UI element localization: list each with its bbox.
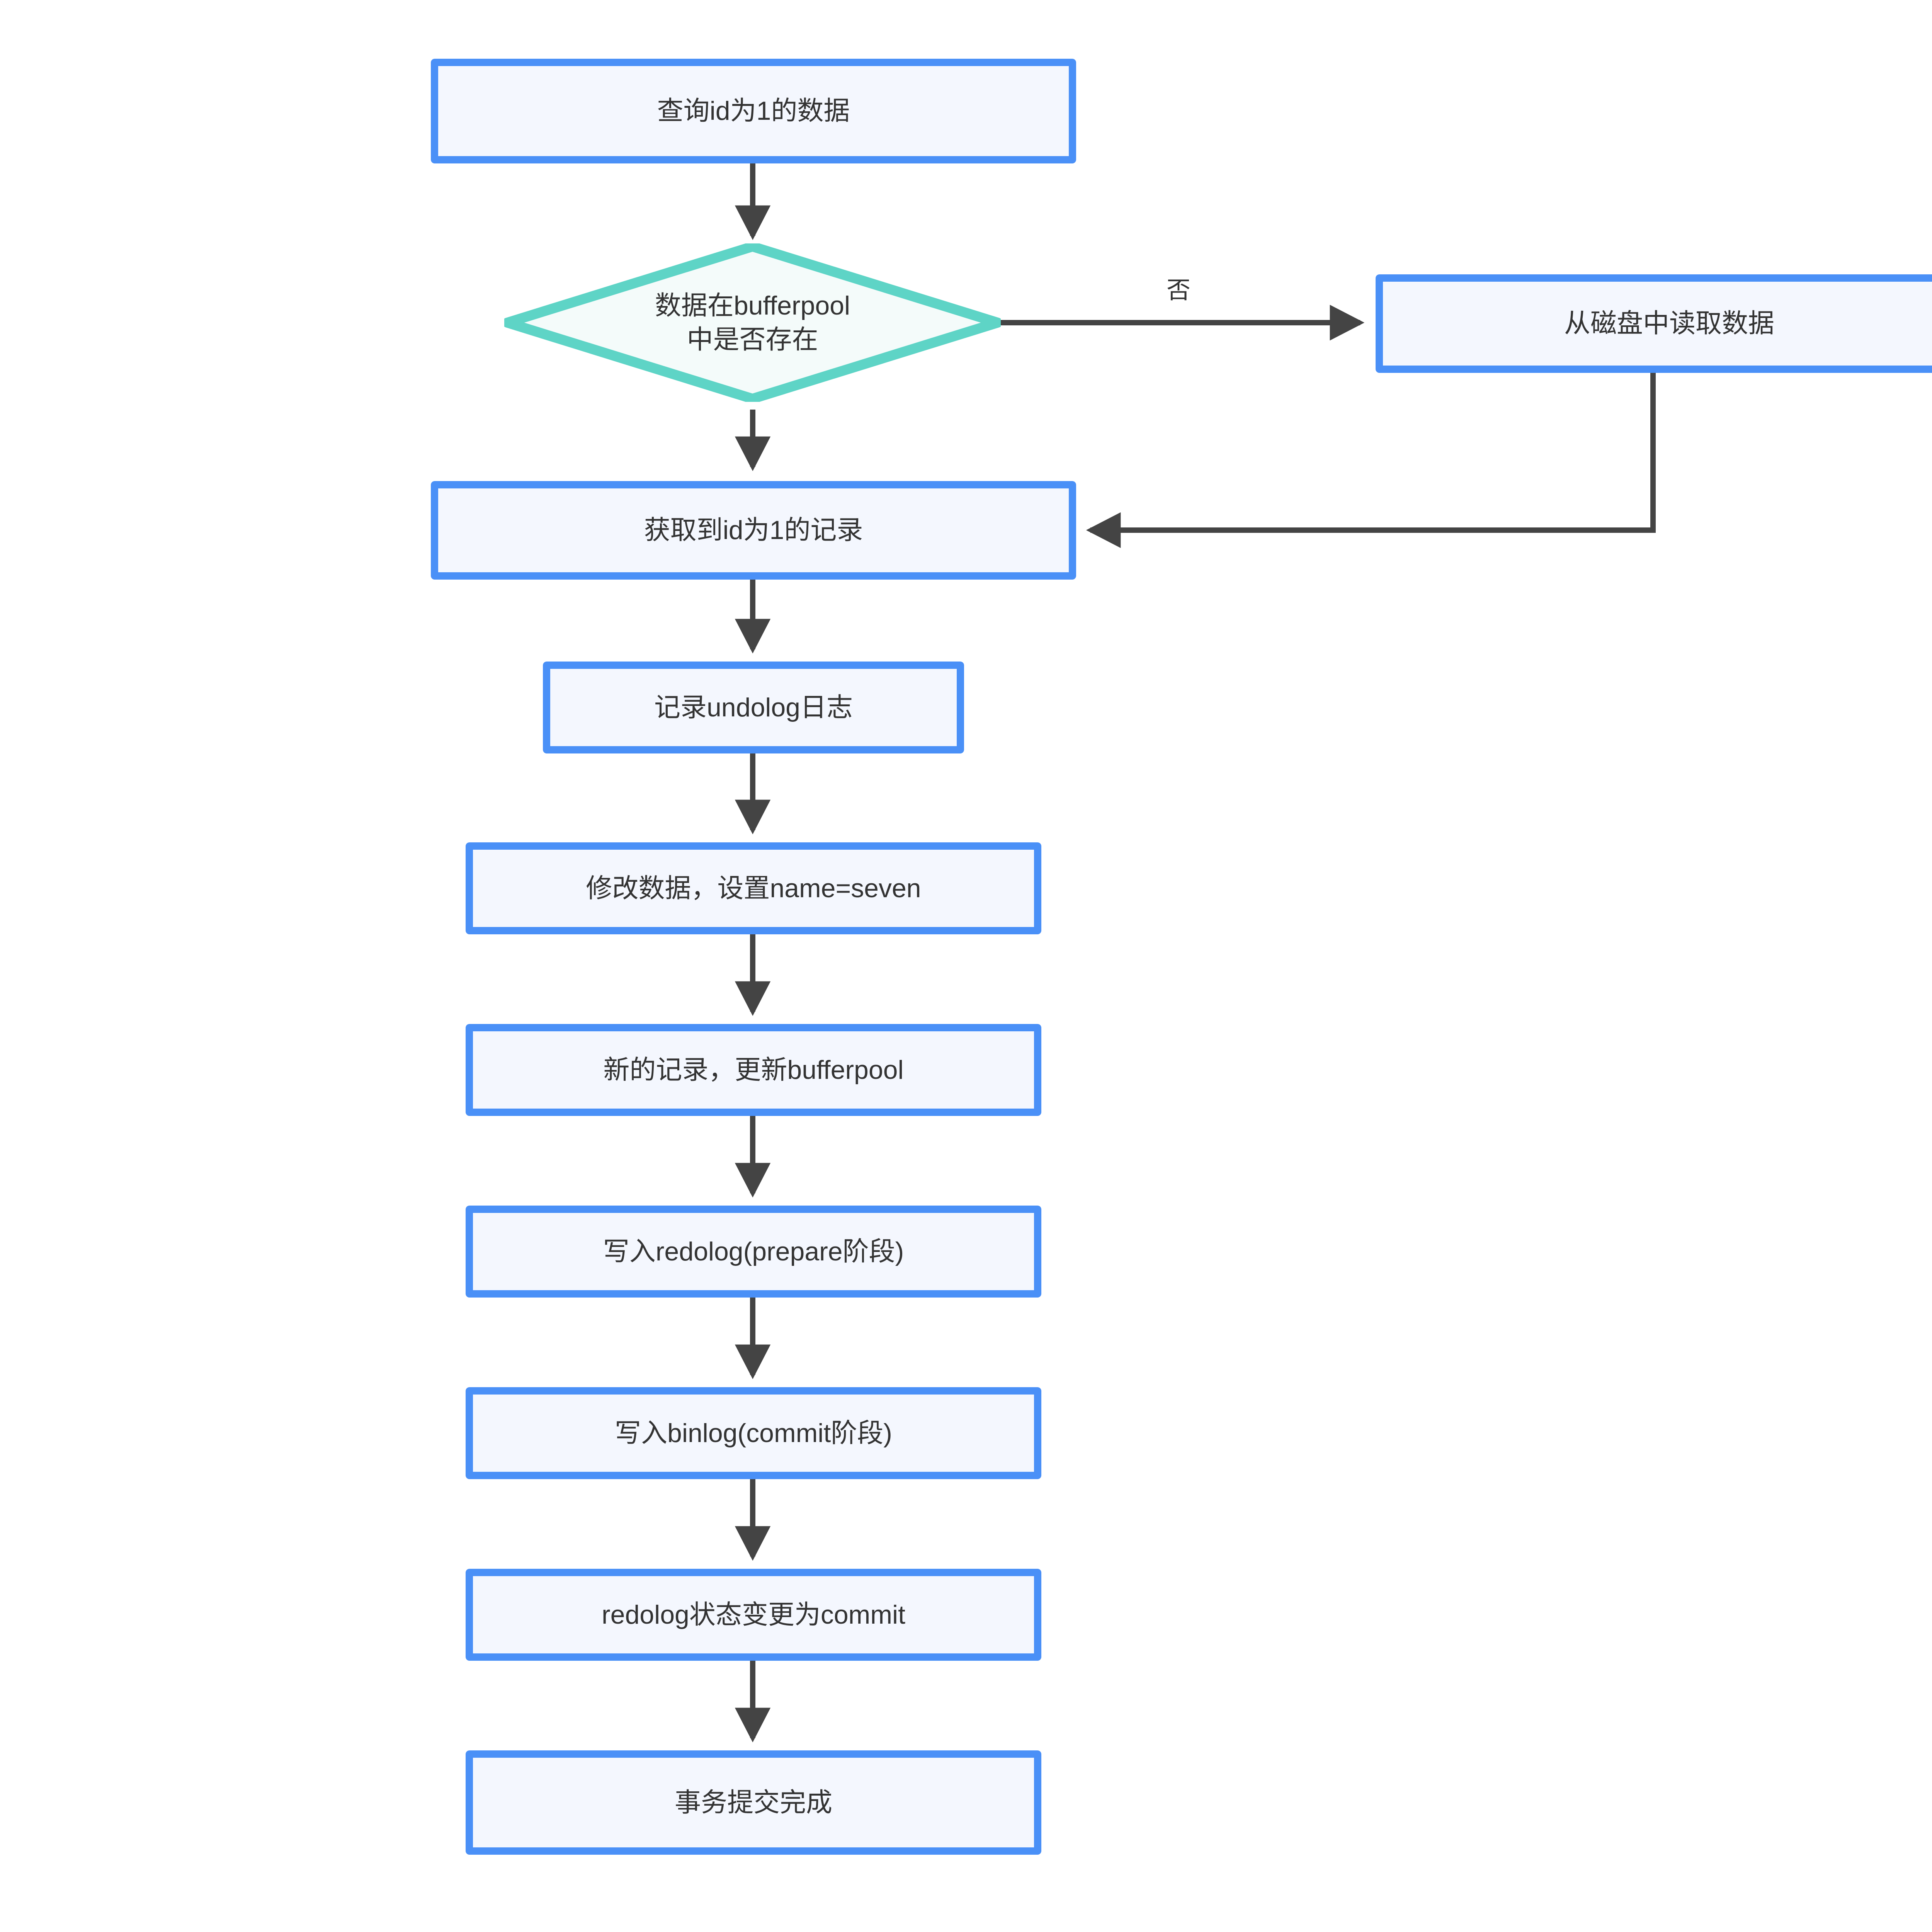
edge-label-no: 否 bbox=[1161, 270, 1196, 305]
node-read-from-disk[interactable]: 从磁盘中读取数据 bbox=[1376, 274, 1932, 373]
node-write-binlog-commit[interactable]: 写入binlog(commit阶段) bbox=[466, 1387, 1041, 1479]
node-update-bufferpool[interactable]: 新的记录，更新bufferpool bbox=[466, 1024, 1041, 1116]
node-transaction-committed[interactable]: 事务提交完成 bbox=[466, 1750, 1041, 1855]
node-write-undolog[interactable]: 记录undolog日志 bbox=[543, 662, 964, 753]
node-write-redolog-prepare[interactable]: 写入redolog(prepare阶段) bbox=[466, 1206, 1041, 1298]
node-query-id-1[interactable]: 查询id为1的数据 bbox=[431, 59, 1076, 163]
decision-diamond-shape bbox=[504, 243, 1001, 402]
node-redolog-state-commit[interactable]: redolog状态变更为commit bbox=[466, 1569, 1041, 1661]
node-bufferpool-decision[interactable]: 数据在bufferpool 中是否存在 bbox=[504, 243, 1001, 402]
node-got-record-id-1[interactable]: 获取到id为1的记录 bbox=[431, 481, 1076, 580]
node-bufferpool-decision-label: 数据在bufferpool 中是否存在 bbox=[655, 291, 850, 354]
edge-n3-n4 bbox=[1086, 373, 1656, 548]
node-modify-data-set-name[interactable]: 修改数据，设置name=seven bbox=[466, 842, 1041, 934]
